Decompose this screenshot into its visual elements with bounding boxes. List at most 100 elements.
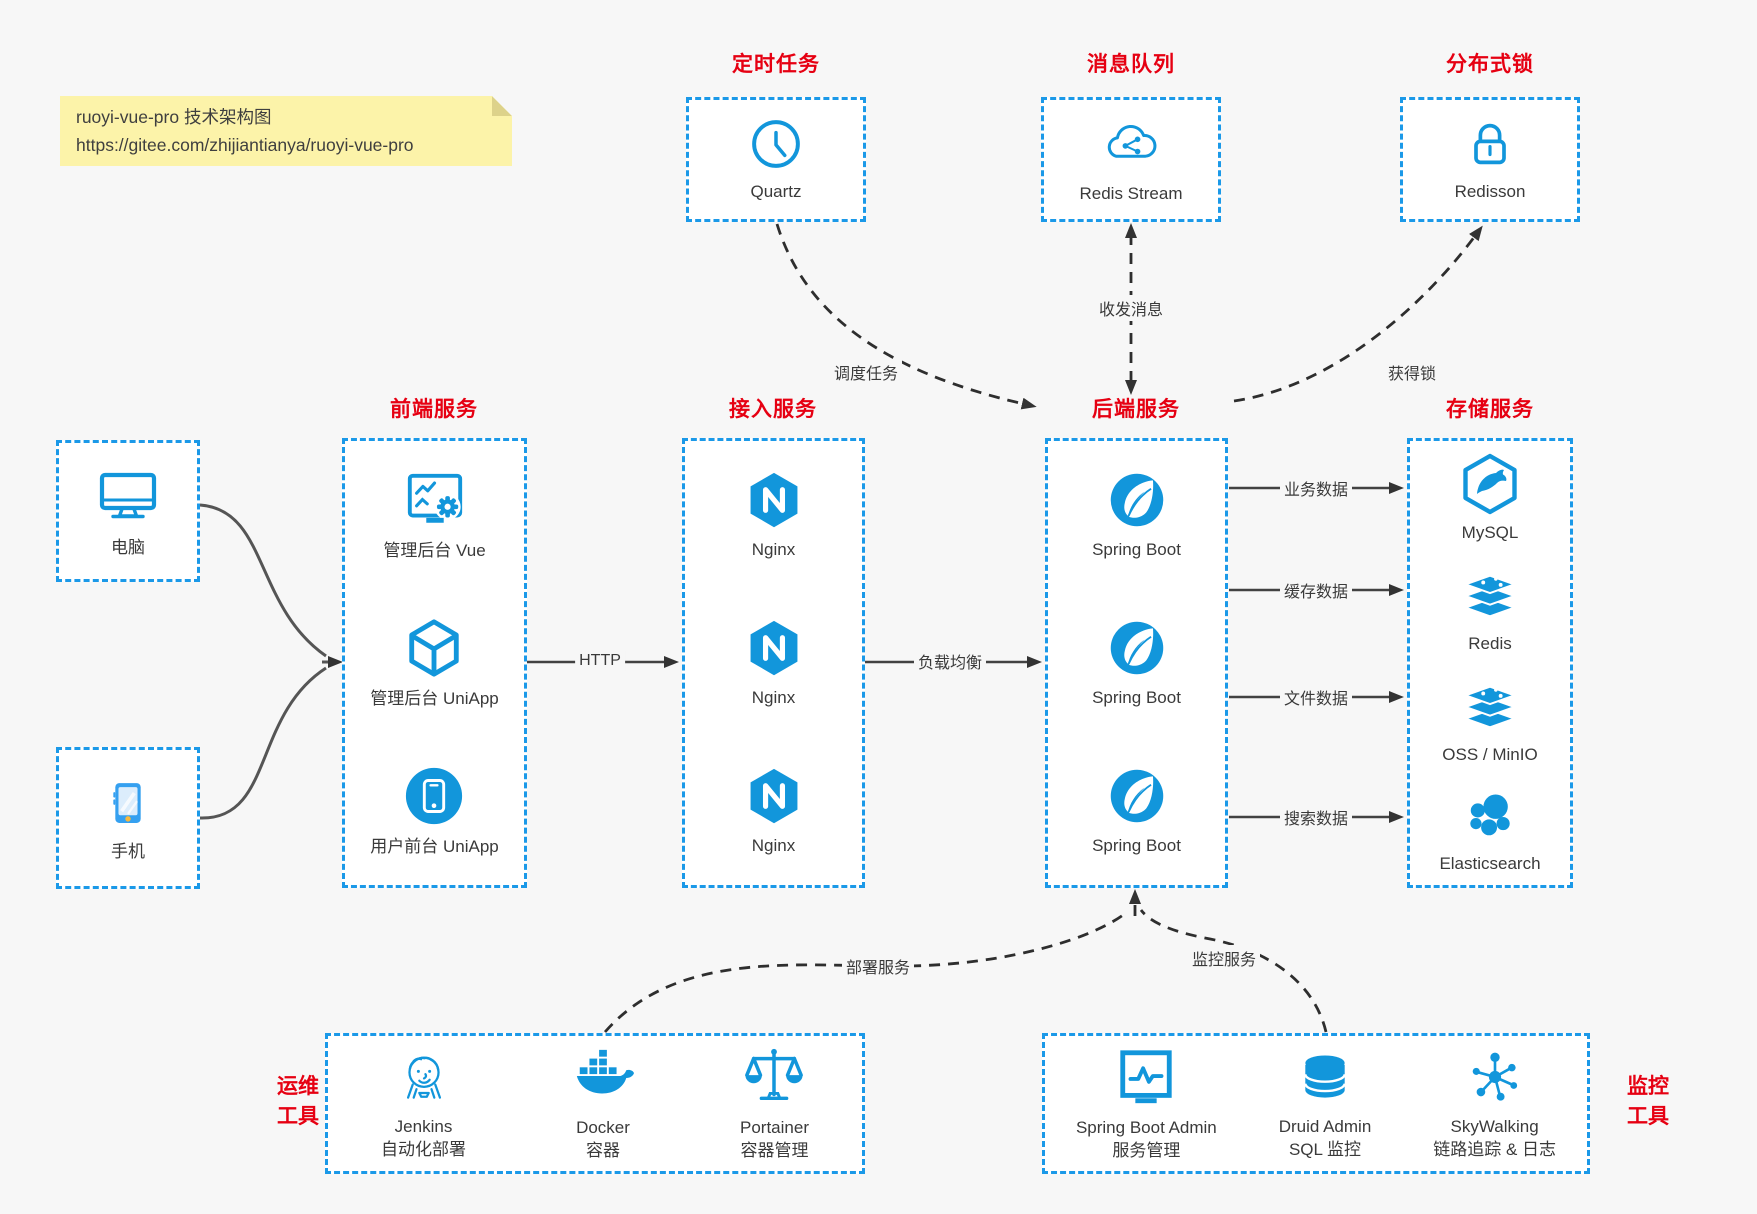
portainer-icon	[743, 1046, 805, 1108]
group-title-message-queue: 消息队列	[1087, 53, 1175, 76]
item-oss-minio: OSS / MinIO	[1442, 676, 1538, 766]
item-label: Spring Boot	[1092, 835, 1181, 855]
sticky-note: ruoyi-vue-pro 技术架构图 https://gitee.com/zh…	[60, 96, 512, 166]
item-label: 电脑	[111, 537, 145, 557]
item-user-uniapp: 用户前台 UniApp	[370, 765, 499, 858]
group-title-distributed-lock: 分布式锁	[1446, 53, 1534, 76]
monitor-title-line1: 监控	[1627, 1075, 1669, 1098]
storage-stack-icon	[1459, 676, 1521, 738]
group-title-gateway: 接入服务	[729, 398, 817, 421]
edge-label-load-balance: 负载均衡	[913, 648, 987, 674]
note-title: ruoyi-vue-pro 技术架构图	[76, 107, 272, 127]
edge-label-file-data: 文件数据	[1279, 684, 1353, 710]
item-label: MySQL	[1461, 522, 1519, 542]
phone-to-frontend-curve	[199, 666, 327, 820]
jenkins-icon	[394, 1047, 454, 1107]
group-title-monitor-tools: 监控 工具	[1603, 1072, 1693, 1132]
nginx-icon	[744, 618, 804, 678]
item-label: 管理后台 Vue	[383, 540, 486, 560]
item-label: Spring Boot	[1092, 687, 1181, 707]
edge-label-deploy: 部署服务	[841, 953, 915, 979]
ops-title-line1: 运维	[277, 1075, 319, 1098]
box-message-queue: Redis Stream	[1041, 97, 1221, 222]
item-label: Nginx	[751, 835, 796, 855]
item-label: SkyWalking	[1450, 1116, 1539, 1136]
item-label: Nginx	[751, 687, 796, 707]
item-mysql: MySQL	[1458, 452, 1522, 544]
item-admin-uniapp: 管理后台 UniApp	[370, 617, 499, 710]
edge-label-search-data: 搜索数据	[1279, 804, 1353, 830]
spring-boot-icon	[1107, 470, 1167, 530]
edge-label-biz-data: 业务数据	[1279, 475, 1353, 501]
nginx-icon	[744, 766, 804, 826]
group-title-storage: 存储服务	[1446, 398, 1534, 421]
schedule-task-curve	[775, 223, 1037, 410]
item-phone: 手机	[99, 774, 157, 863]
edge-label-http: HTTP	[575, 651, 625, 671]
box-phone-client: 手机	[56, 747, 200, 889]
item-redis-stream: Redis Stream	[1080, 114, 1182, 205]
ops-title-line2: 工具	[277, 1105, 319, 1128]
sba-icon	[1115, 1046, 1177, 1108]
item-elasticsearch: Elasticsearch	[1439, 787, 1541, 875]
group-title-backend: 后端服务	[1092, 398, 1180, 421]
item-spring-boot-admin: Spring Boot Admin 服务管理	[1076, 1046, 1217, 1162]
item-quartz: Quartz	[748, 116, 804, 203]
phone-circle-icon	[403, 765, 465, 827]
item-label: Portainer	[740, 1117, 809, 1137]
item-skywalking: SkyWalking 链路追踪 & 日志	[1433, 1047, 1556, 1161]
elasticsearch-icon	[1460, 787, 1520, 847]
item-label: Docker	[576, 1117, 630, 1137]
item-label: Spring Boot	[1092, 539, 1181, 559]
monitor-title-line2: 工具	[1627, 1105, 1669, 1128]
item-label: Druid Admin	[1278, 1116, 1372, 1136]
clock-icon	[748, 116, 804, 172]
spring-boot-icon	[1107, 618, 1167, 678]
skywalking-icon	[1465, 1047, 1525, 1107]
box-frontend-services: 管理后台 Vue 管理后台 UniApp 用户前台 UniApp	[342, 438, 527, 888]
item-nginx-3: Nginx	[744, 766, 804, 857]
admin-vue-icon	[404, 469, 466, 531]
edge-label-cache-data: 缓存数据	[1279, 577, 1353, 603]
mysql-icon	[1458, 452, 1522, 516]
docker-icon	[572, 1046, 634, 1108]
group-title-frontend: 前端服务	[390, 398, 478, 421]
item-spring-boot-2: Spring Boot	[1092, 618, 1181, 709]
item-spring-boot-3: Spring Boot	[1092, 766, 1181, 857]
item-label-2: 链路追踪 & 日志	[1433, 1139, 1557, 1159]
item-label: 管理后台 UniApp	[370, 688, 499, 708]
monitor-service-curve	[1139, 909, 1328, 1033]
item-label-2: 服务管理	[1112, 1140, 1181, 1160]
item-label: 手机	[111, 841, 145, 861]
item-label: Quartz	[750, 182, 802, 201]
lock-icon	[1462, 116, 1518, 172]
item-label-2: 自动化部署	[381, 1139, 466, 1159]
item-nginx-1: Nginx	[744, 470, 804, 561]
druid-icon	[1295, 1047, 1355, 1107]
item-label: OSS / MinIO	[1442, 744, 1538, 764]
item-label: Spring Boot Admin	[1075, 1117, 1217, 1137]
cloud-stream-icon	[1101, 114, 1161, 174]
redis-stack-icon	[1459, 565, 1521, 627]
box-distributed-lock: Redisson	[1400, 97, 1580, 222]
pc-to-frontend-curve	[199, 503, 327, 658]
item-redisson: Redisson	[1455, 116, 1525, 203]
item-admin-vue: 管理后台 Vue	[383, 469, 486, 562]
box-pc-client: 电脑	[56, 440, 200, 582]
note-url: https://gitee.com/zhijiantianya/ruoyi-vu…	[76, 135, 414, 155]
item-label-2: SQL 监控	[1288, 1139, 1362, 1159]
spring-boot-icon	[1107, 766, 1167, 826]
group-title-ops-tools: 运维 工具	[253, 1072, 343, 1132]
item-spring-boot-1: Spring Boot	[1092, 470, 1181, 561]
smartphone-icon	[99, 774, 157, 832]
item-label: Elasticsearch	[1439, 853, 1541, 873]
